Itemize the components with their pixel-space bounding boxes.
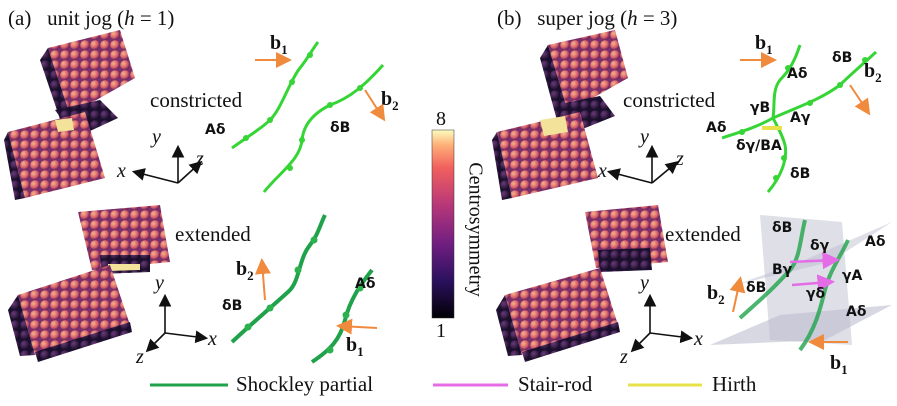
- partial-label-b-bot-dB: δB: [772, 220, 793, 236]
- burgers-b2-b-bot: b2: [707, 282, 725, 307]
- panel-a-h-value: = 1): [134, 6, 175, 30]
- state-a-constricted: constricted: [150, 88, 243, 112]
- axes-b-top: [606, 144, 679, 184]
- axes-a-bot: [145, 293, 209, 353]
- panel-a-title: (a) unit jog (h = 1): [8, 6, 174, 31]
- partial-label-b-bot-dB2: δB: [746, 280, 767, 296]
- colorbar-title: Centrosymmetry: [464, 162, 487, 297]
- dislocations-b-bot: [738, 219, 850, 352]
- burgers-b2-a-top: b2: [381, 88, 399, 113]
- burgers-arrows: [254, 52, 871, 350]
- axis-label-x-a-bot: x: [208, 328, 217, 350]
- panel-b-tag: (b): [497, 6, 522, 30]
- panel-b-h-value: = 3): [637, 6, 678, 30]
- partial-label-b-top-dB: δB: [832, 50, 853, 66]
- burgers-b1-a-bot: b1: [346, 334, 364, 359]
- panel-b-h-symbol: h: [627, 6, 638, 30]
- state-b-extended: extended: [665, 222, 741, 246]
- atoms-b-extended: [496, 205, 668, 362]
- burgers-b1-b-bot: b1: [830, 352, 848, 377]
- dislocations-b-top: [721, 44, 878, 193]
- axes-b-bot: [630, 293, 694, 353]
- partial-label-a-top-right: δB: [330, 120, 351, 136]
- partial-label-a-top-left: Aδ: [205, 122, 226, 138]
- dislocations-a-bot: [230, 214, 374, 364]
- axes-a-top: [131, 144, 203, 184]
- legend-label-shockley: Shockley partial: [236, 372, 374, 396]
- legend-label-stair-rod: Stair-rod: [518, 372, 593, 396]
- partial-label-b-top-Ad2: Aδ: [706, 120, 727, 136]
- colorbar: [431, 129, 455, 319]
- burgers-b2-a-bot: b2: [236, 258, 254, 283]
- atoms-a-extended: [8, 205, 170, 362]
- atoms-a-constricted: [4, 30, 135, 200]
- burgers-b2-b-top: b2: [864, 60, 882, 85]
- shockley-line-a2: [262, 63, 385, 193]
- partial-label-b-top-gB: γB: [750, 100, 771, 116]
- partial-label-b-bot-Ad2: Aδ: [846, 304, 867, 320]
- partial-label-b-bot-gd: γδ: [806, 286, 826, 302]
- panel-a-title-text: unit jog (: [47, 6, 125, 30]
- axis-label-x-b-top: x: [598, 160, 607, 182]
- legend-label-hirth: Hirth: [712, 372, 757, 396]
- state-b-constricted: constricted: [623, 88, 716, 112]
- axis-label-y-b-bot: y: [640, 272, 649, 294]
- planes-b-bot: [710, 215, 892, 345]
- colorbar-min: 1: [436, 320, 446, 342]
- partial-label-b-bot-Ad: Aδ: [865, 234, 886, 250]
- partial-label-b-bot-Bg: Bγ: [772, 262, 793, 278]
- atoms-b-constricted: [492, 30, 628, 200]
- partial-label-b-top-Ad: Aδ: [787, 66, 808, 82]
- burgers-b1-b-top: b1: [755, 32, 773, 57]
- axis-label-y-a-top: y: [152, 126, 161, 148]
- burgers-b1-a-top: b1: [270, 32, 288, 57]
- axis-label-x-b-bot: x: [694, 328, 703, 350]
- axis-label-z-a-top: z: [196, 148, 204, 170]
- axis-label-z-b-top: z: [676, 148, 684, 170]
- axis-label-y-b-top: y: [640, 126, 649, 148]
- axis-label-y-a-bot: y: [155, 272, 164, 294]
- state-a-extended: extended: [175, 222, 251, 246]
- partial-label-b-top-Ag: Aγ: [790, 110, 811, 126]
- panel-b-title-text: super jog (: [537, 6, 628, 30]
- panel-b-title: (b) super jog (h = 3): [497, 6, 677, 31]
- axis-label-z-b-bot: z: [620, 346, 628, 368]
- partial-label-b-bot-dg: δγ: [810, 238, 830, 254]
- axis-label-x-a-top: x: [117, 160, 126, 182]
- partial-label-a-bot-left: δB: [222, 298, 243, 314]
- dislocations-a-top: [231, 41, 385, 193]
- panel-a-h-symbol: h: [124, 6, 135, 30]
- partial-label-b-top-dB2: δB: [790, 166, 811, 182]
- partial-label-b-bot-gA: γA: [842, 268, 863, 284]
- partial-label-a-bot-right: Aδ: [355, 276, 376, 292]
- colorbar-max: 8: [436, 108, 446, 130]
- panel-a-tag: (a): [8, 6, 32, 30]
- partial-label-b-top-dgBA: δγ/BA: [736, 138, 782, 154]
- axis-label-z-a-bot: z: [136, 346, 144, 368]
